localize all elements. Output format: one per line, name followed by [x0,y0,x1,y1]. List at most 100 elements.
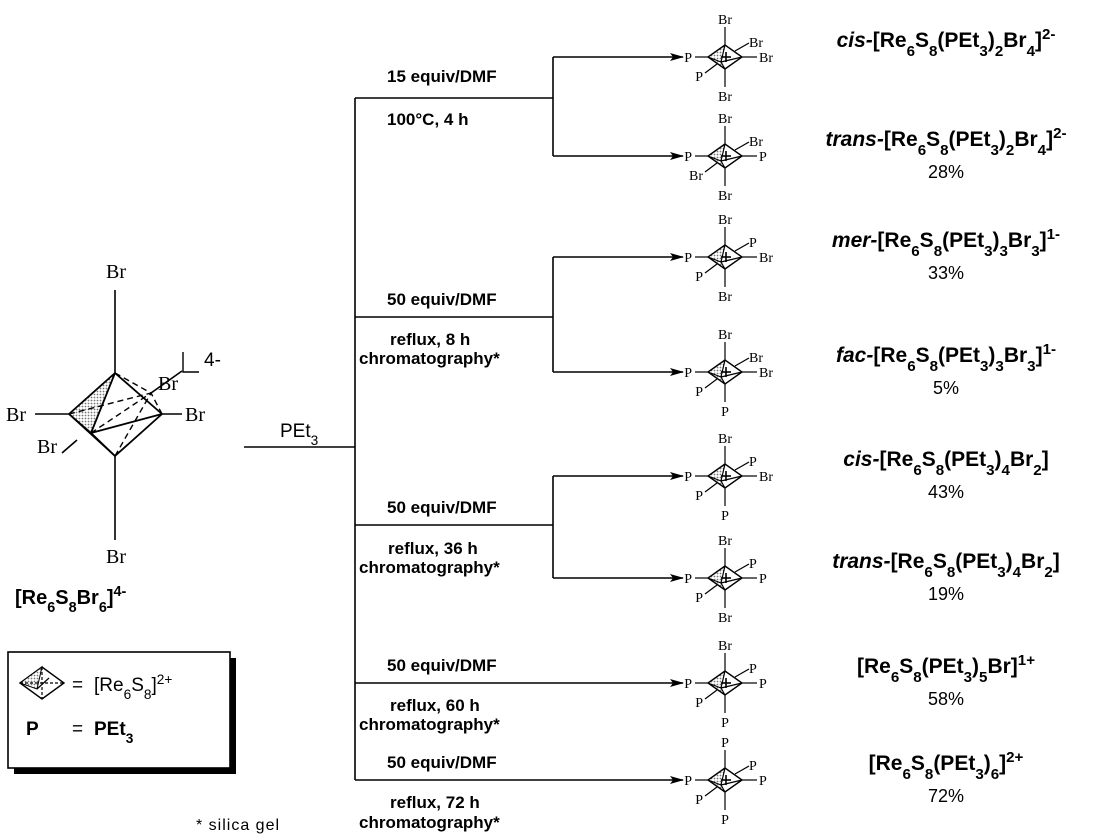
product-yield: 33% [928,263,964,283]
legend-equals-2: = [72,719,83,740]
product-name: fac-[Re6S8(PEt3)3Br3]1- [836,341,1056,375]
ligand-bottom: P [721,509,729,524]
branch-3-method: chromatography* [359,558,500,577]
branch-3-equiv: 50 equiv/DMF [387,498,497,517]
branch-2-conditions: 50 equiv/DMF reflux, 8 h chromatography* [359,290,500,368]
product-yield: 19% [928,584,964,604]
ligand-bottom: Br [106,546,126,568]
product-name: mer-[Re6S8(PEt3)3Br3]1- [832,226,1060,260]
ligand-bottom: P [721,813,729,828]
ligand-bottom: Br [718,90,732,105]
ligand-back-right: P [749,557,757,572]
ligand-top: Br [718,534,732,549]
branch-1-conditions: 15 equiv/DMF 100°C, 4 h [387,67,497,129]
ligand-back-right: Br [158,373,178,395]
branch-2-equiv: 50 equiv/DMF [387,290,497,309]
ligand-top: Br [718,639,732,654]
ligand-top: Br [718,13,732,28]
product-yield: 43% [928,482,964,502]
ligand-right: P [759,677,767,692]
branch-2-time: reflux, 8 h [390,330,470,349]
ligand-back-right: P [749,236,757,251]
branch-3-time: reflux, 36 h [388,539,478,558]
ligand-right: P [759,150,767,165]
ligand-front-left: P [695,591,703,606]
starting-material-name: [Re6S8Br6]4- [15,584,127,616]
ligand-bottom: Br [718,189,732,204]
product-name: cis-[Re6S8(PEt3)2Br4]2- [837,26,1056,60]
ligand-bottom: Br [718,290,732,305]
charge-label: 4- [204,350,221,371]
ligand-top: Br [106,261,126,283]
branch-4-method: chromatography* [359,715,500,734]
ligand-left: P [684,572,692,587]
ligand-left: P [684,677,692,692]
product-name: trans-[Re6S8(PEt3)2Br4]2- [825,125,1066,159]
ligand-top: Br [718,213,732,228]
branch-5-conditions: 50 equiv/DMF reflux, 72 h chromatography… [359,753,500,832]
product-yield: 72% [928,786,964,806]
ligand-left: Br [6,404,26,426]
ligand-back-right: P [749,662,757,677]
ligand-right: Br [185,404,205,426]
ligand-front-left: Br [689,169,703,184]
ligand-front-left: P [695,793,703,808]
branch-2-method: chromatography* [359,349,500,368]
ligand-right: P [759,572,767,587]
ligand-right: Br [759,470,773,485]
ligand-top: Br [718,328,732,343]
branch-4-equiv: 50 equiv/DMF [387,656,497,675]
ligand-front-left: P [695,489,703,504]
ligand-right: Br [759,51,773,66]
ligand-left: P [684,470,692,485]
ligand-back-right: P [749,759,757,774]
ligand-top: Br [718,432,732,447]
ligand-front-left: P [695,70,703,85]
ligand-front-left: Br [37,436,57,458]
ligand-front-left: P [695,385,703,400]
ligand-front-left: P [695,696,703,711]
branch-1-equiv: 15 equiv/DMF [387,67,497,86]
branch-5-time: reflux, 72 h [390,793,480,812]
product-yield: 28% [928,162,964,182]
footnote: * silica gel [196,817,280,834]
ligand-back-right: Br [749,135,763,150]
legend-p-formula: PEt3 [94,719,134,746]
ligand-back-right: Br [749,351,763,366]
branch-3-conditions: 50 equiv/DMF reflux, 36 h chromatography… [359,498,500,577]
branch-5-equiv: 50 equiv/DMF [387,753,497,772]
ligand-right: P [759,774,767,789]
product-name: [Re6S8(PEt3)5Br]1+ [857,652,1035,686]
legend-cluster-formula: [Re6S8]2+ [94,672,172,702]
ligand-left: P [684,150,692,165]
branch-4-time: reflux, 60 h [390,696,480,715]
ligand-front-left: P [695,270,703,285]
product-name: trans-[Re6S8(PEt3)4Br2] [832,550,1060,581]
product-yield: 58% [928,689,964,709]
product-name: cis-[Re6S8(PEt3)4Br2] [843,448,1048,479]
ligand-top: P [721,736,729,751]
ligand-left: P [684,366,692,381]
legend-equals-1: = [72,675,83,696]
product-yield: 5% [933,378,959,398]
ligand-bottom: P [721,405,729,420]
cluster-core-icon [18,665,66,700]
reagent-label: PEt3 [280,421,318,448]
